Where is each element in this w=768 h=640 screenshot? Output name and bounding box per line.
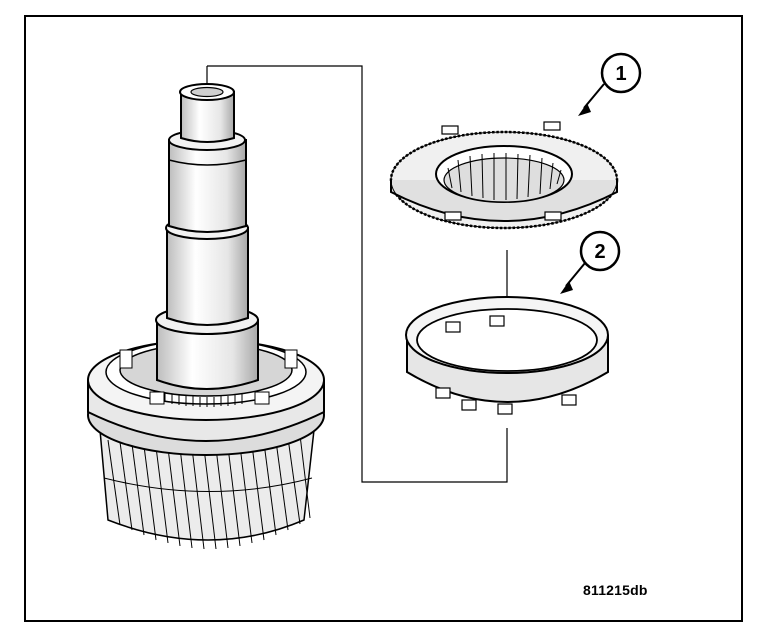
callout-2-number: 2 [594, 241, 605, 263]
assembly-path-line [207, 65, 508, 483]
callout-1-number: 1 [615, 63, 626, 85]
output-shaft [155, 83, 259, 390]
figure-code: 811215db [583, 582, 648, 598]
callout-2-arrowhead [560, 281, 573, 294]
callout-1: 1 [578, 52, 642, 116]
gear-ring [389, 121, 619, 230]
retaining-ring [405, 296, 609, 415]
gear-teeth-lower [99, 429, 315, 550]
callout-1-arrowhead [578, 103, 591, 116]
callout-2: 2 [560, 230, 621, 294]
